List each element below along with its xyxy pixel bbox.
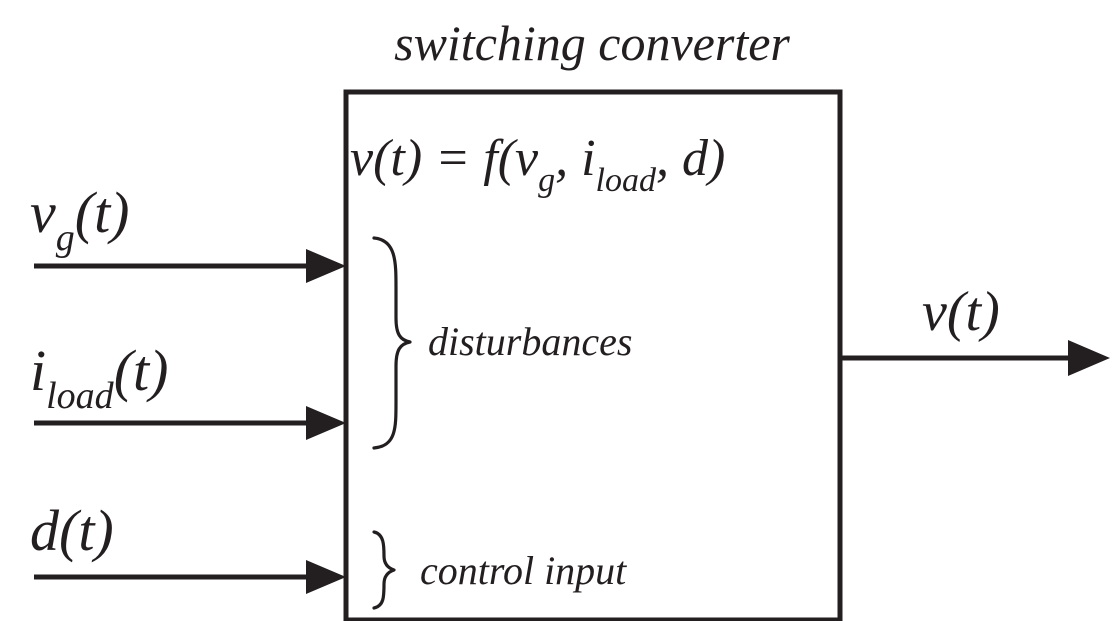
control-input-brace [372,530,396,610]
input-arrow-iload [34,406,346,440]
output-label: v(t) [922,281,1000,343]
disturbances-brace [372,236,412,450]
diagram-title: switching converter [394,15,790,71]
input-label-iload: iload(t) [30,338,168,417]
disturbances-label: disturbances [428,319,632,364]
converter-equation: v(t) = f(vg, iload, d) [350,130,725,199]
input-arrow-d [34,560,346,594]
input-label-vg: vg(t) [30,180,130,259]
input-arrow-vg [34,249,346,283]
input-label-d: d(t) [30,498,114,563]
converter-block [343,89,843,621]
control-input-label: control input [420,548,627,593]
output-arrow [840,340,1110,376]
